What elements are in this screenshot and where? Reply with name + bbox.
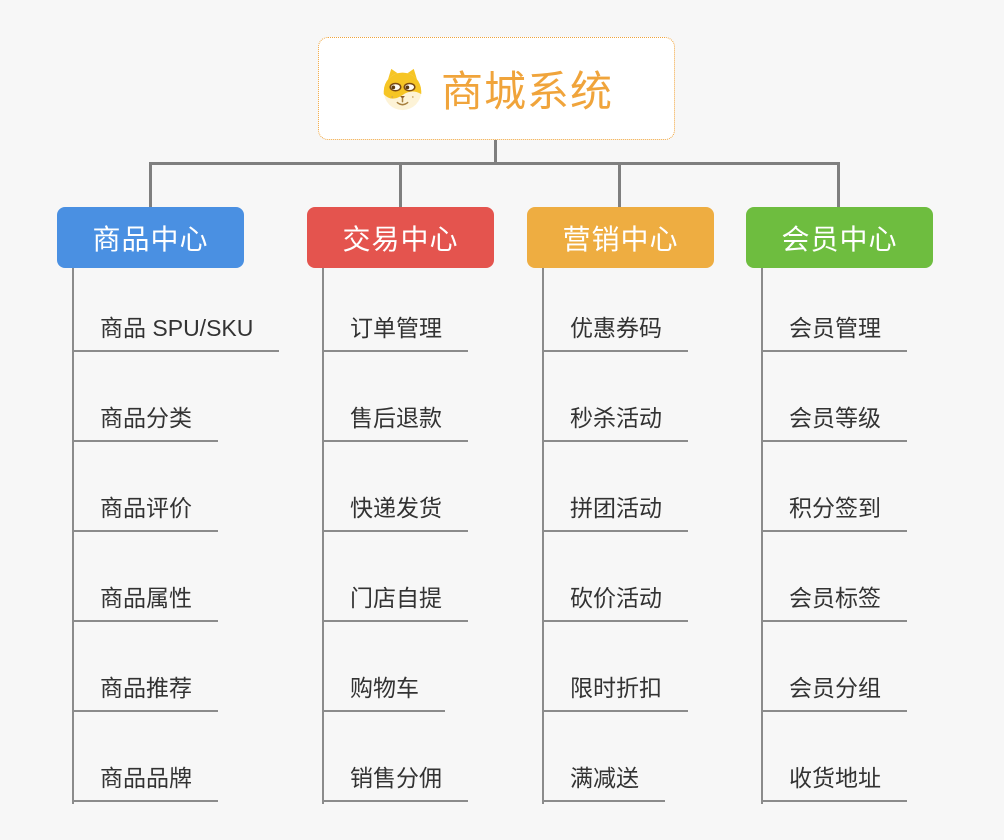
connector-drop-4	[837, 162, 840, 207]
branch-spine	[761, 268, 763, 804]
node-item[interactable]: 商品分类	[72, 403, 218, 442]
dog-icon	[383, 68, 422, 111]
node-item[interactable]: 满减送	[542, 763, 665, 802]
node-item[interactable]: 商品评价	[72, 493, 218, 532]
node-item[interactable]: 秒杀活动	[542, 403, 688, 442]
branch-spine	[322, 268, 324, 804]
connector-root-stem	[494, 140, 497, 164]
root-node[interactable]: 商城系统	[318, 37, 675, 140]
node-item[interactable]: 优惠券码	[542, 313, 688, 352]
branch-spine	[72, 268, 74, 804]
connector-drop-3	[618, 162, 621, 207]
root-title: 商城系统	[440, 68, 613, 115]
connector-drop-1	[149, 162, 152, 207]
branch-spine	[542, 268, 544, 804]
node-item[interactable]: 售后退款	[322, 403, 468, 442]
node-item[interactable]: 积分签到	[761, 493, 907, 532]
node-item[interactable]: 会员标签	[761, 583, 907, 622]
node-item[interactable]: 快递发货	[322, 493, 468, 532]
node-item[interactable]: 会员管理	[761, 313, 907, 352]
node-item[interactable]: 商品推荐	[72, 673, 218, 712]
branch-header-trade[interactable]: 交易中心	[307, 207, 494, 268]
node-item[interactable]: 收货地址	[761, 763, 907, 802]
node-item[interactable]: 限时折扣	[542, 673, 688, 712]
node-item[interactable]: 商品品牌	[72, 763, 218, 802]
node-item[interactable]: 砍价活动	[542, 583, 688, 622]
node-item[interactable]: 订单管理	[322, 313, 468, 352]
node-item[interactable]: 商品 SPU/SKU	[72, 313, 280, 352]
node-item[interactable]: 拼团活动	[542, 493, 688, 532]
node-item[interactable]: 购物车	[322, 673, 445, 712]
branch-header-member[interactable]: 会员中心	[746, 207, 933, 268]
connector-bus	[149, 162, 840, 165]
node-item[interactable]: 门店自提	[322, 583, 468, 622]
node-item[interactable]: 会员分组	[761, 673, 907, 712]
node-item[interactable]: 会员等级	[761, 403, 907, 442]
branch-header-marketing[interactable]: 营销中心	[527, 207, 714, 268]
connector-drop-2	[399, 162, 402, 207]
node-item[interactable]: 商品属性	[72, 583, 218, 622]
branch-header-product[interactable]: 商品中心	[57, 207, 244, 268]
node-item[interactable]: 销售分佣	[322, 763, 468, 802]
